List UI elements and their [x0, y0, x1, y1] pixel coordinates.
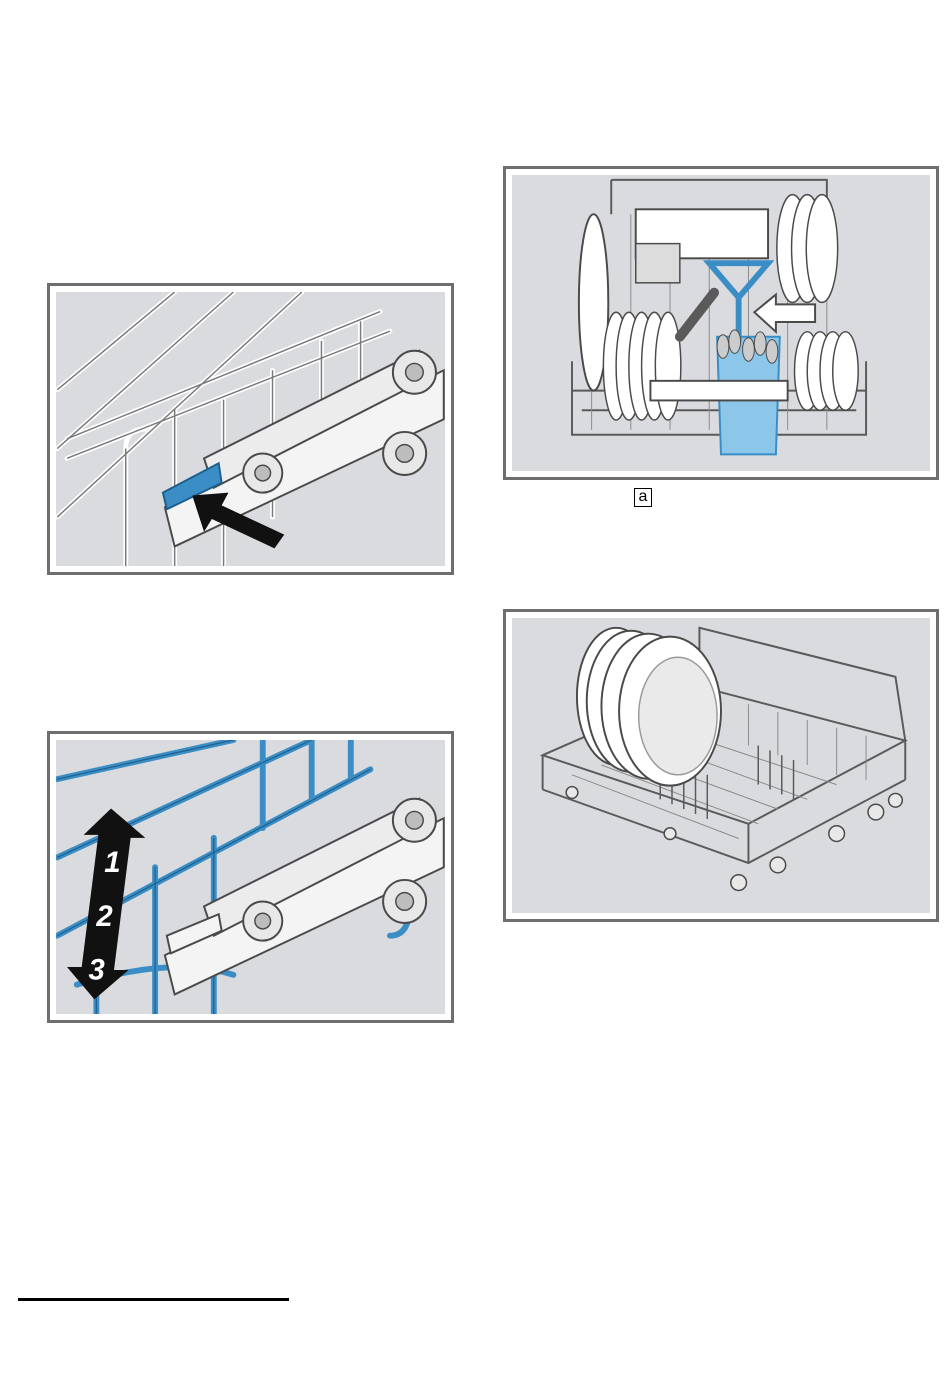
figure-rack-levels: 1 2 3 — [47, 731, 454, 1023]
illustration-rack-levels: 1 2 3 — [56, 740, 445, 1014]
label-a: a — [634, 488, 652, 507]
level-step-2: 2 — [95, 900, 113, 933]
level-step-3: 3 — [89, 954, 105, 987]
figure-cutlery-basket — [503, 166, 939, 480]
figure-bottom-rack — [503, 609, 939, 922]
cutlery-basket-icon — [680, 263, 780, 454]
illustration-cutlery-basket — [512, 175, 930, 471]
illustration-release-lever — [56, 292, 445, 566]
illustration-bottom-rack — [512, 618, 930, 913]
rack-wheel-icon — [566, 787, 902, 891]
level-step-1: 1 — [104, 846, 120, 879]
footnote-rule — [18, 1298, 289, 1301]
figure-release-lever — [47, 283, 454, 575]
